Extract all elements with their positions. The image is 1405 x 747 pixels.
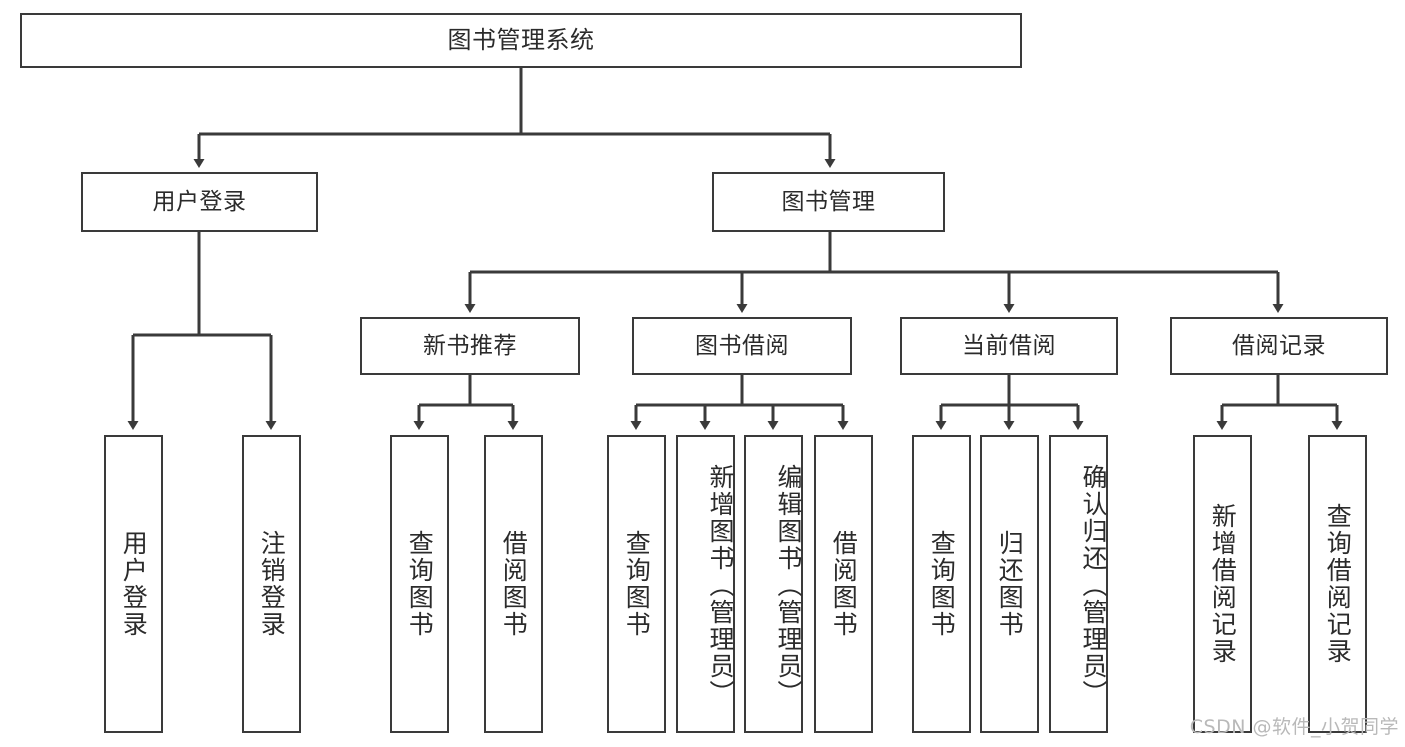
leaf-confirm-return-admin[interactable]: 确认归还（管理员） xyxy=(1049,435,1108,733)
leaf-borrow-book-recommend[interactable]: 借阅图书 xyxy=(484,435,543,733)
node-label: 确认归还（管理员） xyxy=(1079,463,1108,707)
node-label: 查询图书 xyxy=(622,530,652,638)
node-label: 新增借阅记录 xyxy=(1208,503,1238,665)
node-label: 编辑图书（管理员） xyxy=(774,463,803,707)
node-root[interactable]: 图书管理系统 xyxy=(20,13,1022,68)
node-label: 用户登录 xyxy=(119,530,149,638)
node-current-borrow[interactable]: 当前借阅 xyxy=(900,317,1118,375)
node-label: 用户登录 xyxy=(152,188,247,215)
node-label: 注销登录 xyxy=(257,530,287,638)
leaf-add-book-admin[interactable]: 新增图书（管理员） xyxy=(676,435,735,733)
leaf-query-book-borrow[interactable]: 查询图书 xyxy=(607,435,666,733)
leaf-return-book[interactable]: 归还图书 xyxy=(980,435,1039,733)
node-label: 图书借阅 xyxy=(695,332,789,359)
node-label: 查询图书 xyxy=(405,530,435,638)
node-label: 查询图书 xyxy=(927,530,957,638)
node-label: 新增图书（管理员） xyxy=(706,463,735,707)
node-book-management[interactable]: 图书管理 xyxy=(712,172,945,232)
node-label: 图书管理 xyxy=(781,188,876,215)
node-label: 借阅记录 xyxy=(1232,332,1326,359)
watermark: CSDN @软件_小贺同学 xyxy=(1189,716,1399,738)
node-label: 查询借阅记录 xyxy=(1323,503,1353,665)
node-label: 归还图书 xyxy=(995,530,1025,638)
leaf-user-login[interactable]: 用户登录 xyxy=(104,435,163,733)
leaf-add-borrow-record[interactable]: 新增借阅记录 xyxy=(1193,435,1252,733)
node-book-borrow[interactable]: 图书借阅 xyxy=(632,317,852,375)
node-label: 图书管理系统 xyxy=(447,25,595,54)
leaf-logout[interactable]: 注销登录 xyxy=(242,435,301,733)
leaf-query-book-recommend[interactable]: 查询图书 xyxy=(390,435,449,733)
node-borrow-record[interactable]: 借阅记录 xyxy=(1170,317,1388,375)
node-label: 借阅图书 xyxy=(499,530,529,638)
leaf-borrow-book[interactable]: 借阅图书 xyxy=(814,435,873,733)
leaf-query-borrow-record[interactable]: 查询借阅记录 xyxy=(1308,435,1367,733)
node-label: 当前借阅 xyxy=(962,332,1056,359)
leaf-edit-book-admin[interactable]: 编辑图书（管理员） xyxy=(744,435,803,733)
node-label: 借阅图书 xyxy=(829,530,859,638)
node-new-book-recommend[interactable]: 新书推荐 xyxy=(360,317,580,375)
node-user-login[interactable]: 用户登录 xyxy=(81,172,318,232)
leaf-query-book-current[interactable]: 查询图书 xyxy=(912,435,971,733)
node-label: 新书推荐 xyxy=(423,332,517,359)
